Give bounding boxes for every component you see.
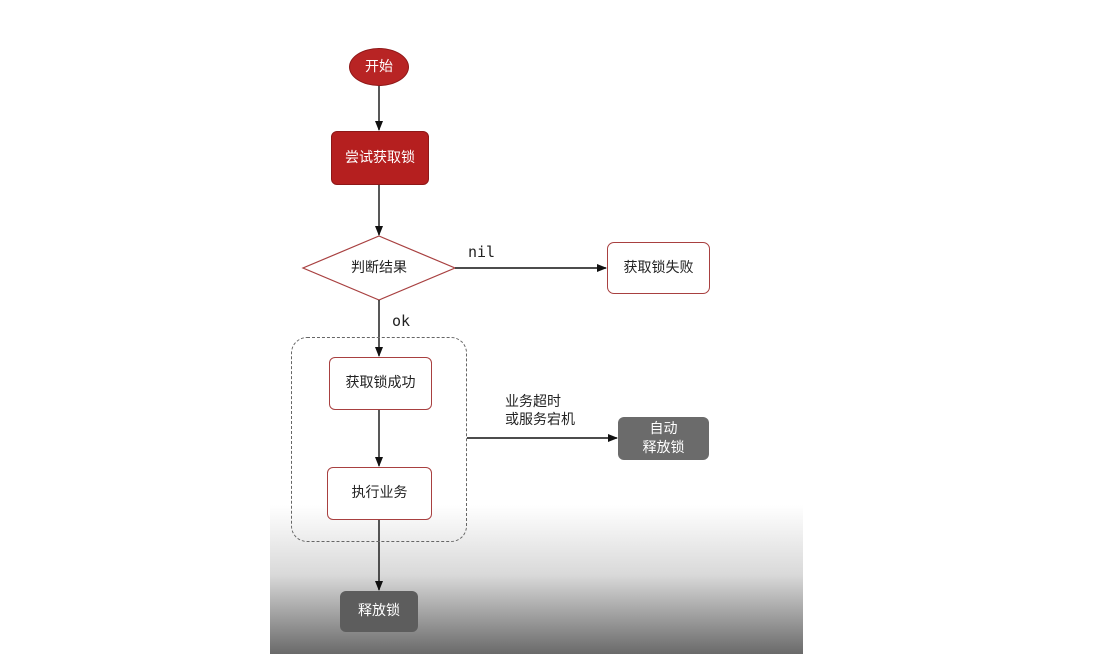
- release-lock-label: 释放锁: [358, 603, 400, 619]
- edge-label-timeout: 业务超时 或服务宕机: [505, 393, 575, 429]
- business-group-frame: [291, 337, 467, 542]
- start-label: 开始: [365, 58, 393, 75]
- diagram-canvas: [270, 0, 803, 654]
- acquire-fail-node: 获取锁失败: [607, 242, 710, 294]
- edge-label-ok: ok: [392, 312, 411, 330]
- judge-result-node: 判断结果: [303, 236, 455, 300]
- execute-business-node: 执行业务: [327, 467, 432, 520]
- edge-label-timeout-line2: 或服务宕机: [505, 412, 575, 428]
- acquire-success-node: 获取锁成功: [329, 357, 432, 410]
- acquire-success-label: 获取锁成功: [345, 375, 416, 391]
- acquire-fail-label: 获取锁失败: [623, 259, 694, 276]
- edge-label-timeout-line1: 业务超时: [505, 394, 561, 410]
- auto-release-node: 自动 释放锁: [618, 417, 709, 460]
- try-acquire-lock-label: 尝试获取锁: [345, 149, 415, 166]
- try-acquire-lock-node: 尝试获取锁: [331, 131, 429, 185]
- release-lock-node: 释放锁: [340, 591, 418, 632]
- execute-business-label: 执行业务: [351, 485, 408, 501]
- auto-release-label-line1: 自动: [649, 420, 678, 437]
- start-node: 开始: [349, 48, 409, 86]
- edge-label-nil: nil: [468, 243, 496, 261]
- auto-release-label-line2: 释放锁: [642, 439, 685, 456]
- judge-result-label: 判断结果: [351, 259, 407, 276]
